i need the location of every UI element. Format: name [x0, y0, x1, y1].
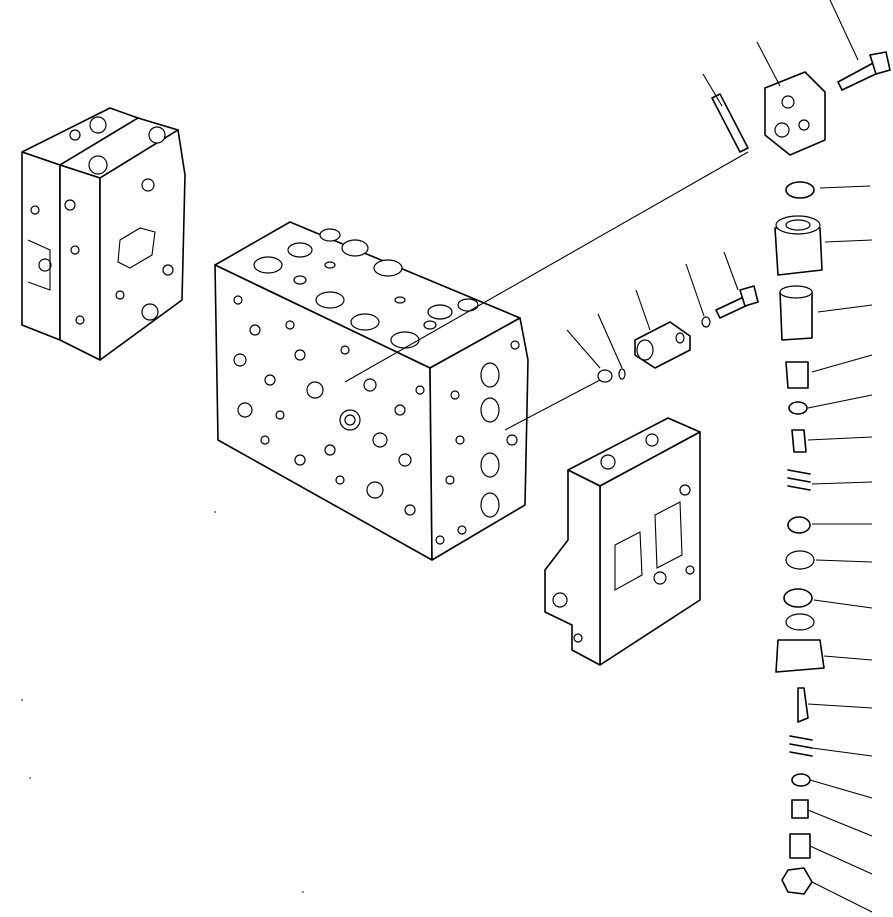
top-mount-block-group: [711, 51, 891, 156]
assembly-center-lines: [344, 151, 749, 431]
check-valve-plug-group: [597, 285, 759, 383]
valve-section-right: [544, 417, 701, 666]
print-specks: [21, 511, 304, 893]
valve-section-left: [21, 107, 186, 361]
relief-valve-parts-column: [774, 181, 825, 895]
callout-leader-lines: [566, 0, 873, 913]
main-valve-block: [214, 221, 529, 561]
